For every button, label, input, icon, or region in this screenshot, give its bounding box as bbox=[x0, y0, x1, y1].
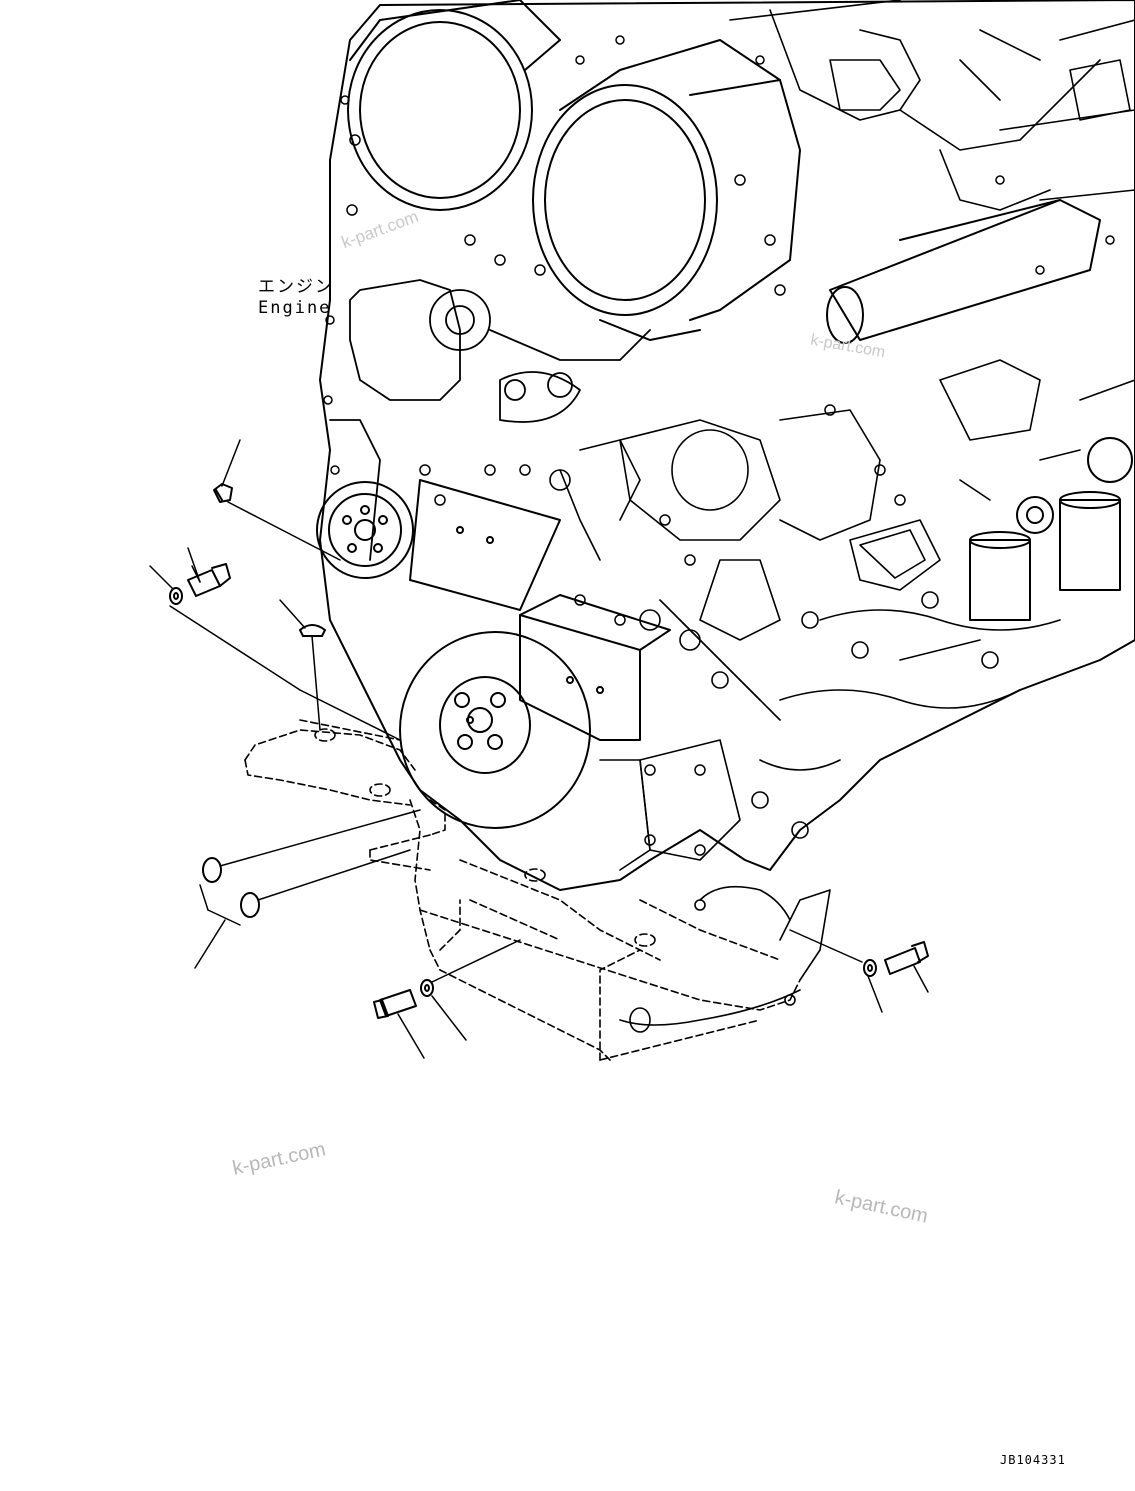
lower-harness bbox=[619, 885, 831, 1033]
bolt-washer-bottom bbox=[373, 939, 521, 1059]
engine-bolts bbox=[323, 35, 1115, 856]
filter-cylinder bbox=[826, 199, 1101, 344]
bracket-plate bbox=[409, 479, 561, 611]
front-cover bbox=[329, 279, 651, 561]
engine-block-details bbox=[549, 359, 1135, 871]
engine-mount-bracket bbox=[244, 719, 801, 1061]
bolt-washer-left bbox=[149, 547, 401, 741]
plug-upper bbox=[213, 439, 341, 561]
engine-label-english: Engine bbox=[258, 298, 332, 318]
caps-pair bbox=[194, 809, 421, 969]
upper-right-components bbox=[729, 0, 1135, 211]
cap-plug bbox=[279, 599, 326, 731]
engine-assembly bbox=[316, 0, 1135, 891]
muffler-right bbox=[532, 39, 801, 341]
bolt-washer-right bbox=[789, 929, 929, 1013]
engine-label-japanese: エンジン bbox=[258, 277, 334, 297]
document-code: JB104331 bbox=[1000, 1453, 1066, 1467]
fuel-filters bbox=[969, 437, 1133, 621]
mount-pads bbox=[314, 728, 656, 947]
crank-pulley bbox=[316, 481, 414, 579]
housing-box bbox=[519, 594, 671, 741]
muffler-left bbox=[347, 0, 561, 211]
flywheel bbox=[399, 631, 591, 829]
